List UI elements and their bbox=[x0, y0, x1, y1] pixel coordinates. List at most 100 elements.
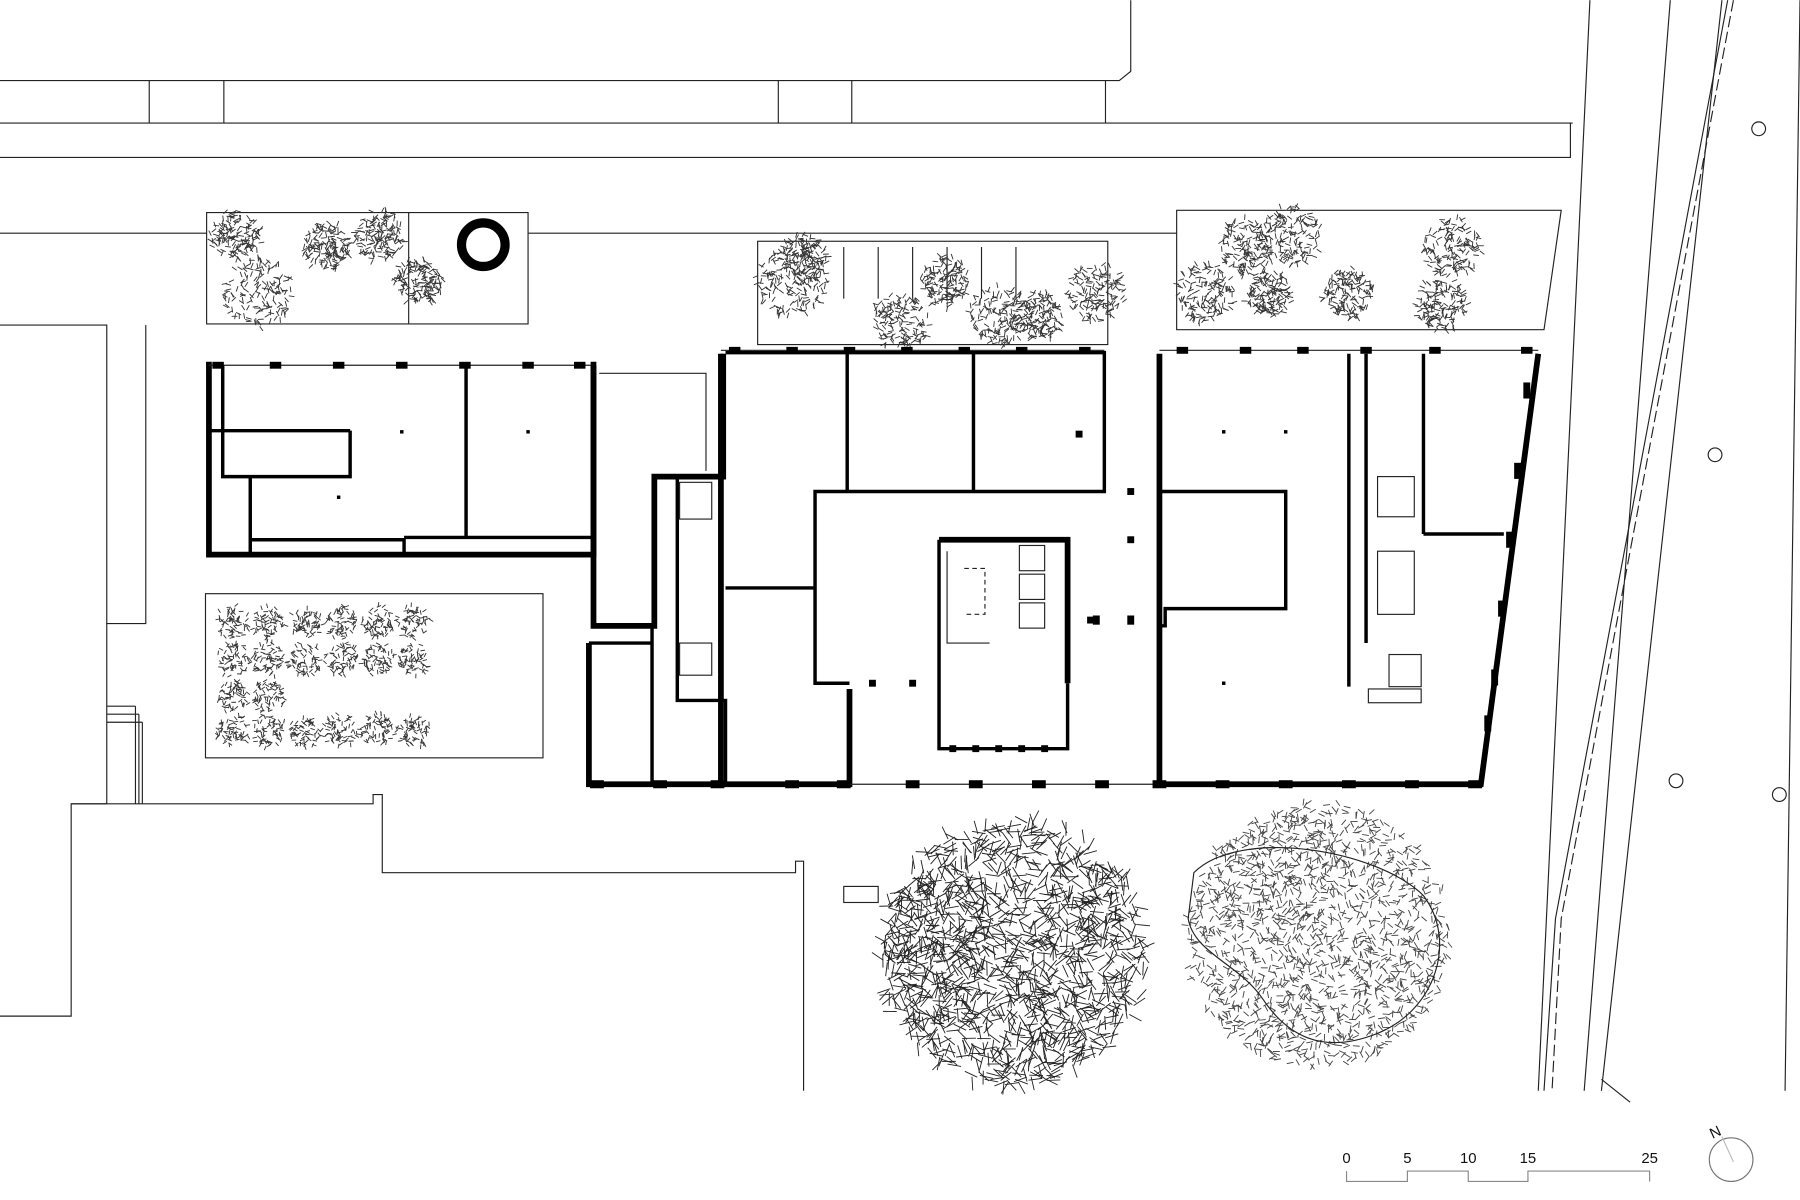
column bbox=[400, 430, 404, 434]
scale-label-15: 15 bbox=[1520, 1150, 1537, 1167]
bollard bbox=[1771, 787, 1787, 803]
tree-canopy bbox=[391, 256, 446, 306]
tree-canopy bbox=[285, 641, 323, 678]
tree-canopy bbox=[252, 713, 285, 751]
scale-label-25: 25 bbox=[1641, 1150, 1658, 1167]
column bbox=[909, 679, 917, 687]
column bbox=[573, 361, 586, 369]
column bbox=[526, 430, 530, 434]
tree-canopy bbox=[358, 642, 397, 677]
column bbox=[968, 780, 983, 789]
column bbox=[1127, 536, 1135, 544]
neighbour-outlines bbox=[0, 324, 879, 1091]
tree-canopy bbox=[872, 292, 933, 349]
column bbox=[396, 361, 408, 369]
tree-canopy bbox=[360, 602, 394, 640]
tree-canopy bbox=[289, 605, 326, 639]
column bbox=[958, 346, 971, 354]
column bbox=[1087, 616, 1095, 624]
column bbox=[836, 780, 851, 789]
tree-canopy bbox=[251, 679, 287, 714]
tree-canopy bbox=[919, 252, 970, 312]
column bbox=[653, 780, 667, 789]
bollard bbox=[1751, 121, 1767, 137]
column bbox=[1127, 488, 1135, 495]
column bbox=[786, 346, 798, 354]
tree-canopy bbox=[394, 602, 434, 641]
tree-canopy bbox=[1181, 798, 1453, 1071]
tree-canopy bbox=[965, 282, 1032, 349]
tree-canopy bbox=[207, 209, 265, 263]
column bbox=[1075, 430, 1083, 438]
column bbox=[785, 780, 799, 789]
tree-canopy bbox=[394, 713, 431, 750]
column bbox=[336, 495, 341, 499]
tree-canopy bbox=[250, 603, 289, 643]
column bbox=[1079, 346, 1091, 354]
bollard bbox=[1707, 447, 1723, 463]
scale-label-10: 10 bbox=[1460, 1150, 1477, 1167]
scale-label-0: 0 bbox=[1342, 1150, 1350, 1167]
tree-canopy bbox=[359, 710, 397, 746]
tree-canopy bbox=[216, 678, 251, 714]
tree-group-outline bbox=[1187, 847, 1441, 1044]
scale-bar: 0 5 10 15 25 bbox=[1342, 1150, 1658, 1183]
tree-canopy bbox=[351, 206, 408, 265]
scale-label-5: 5 bbox=[1403, 1150, 1411, 1167]
tree-canopy bbox=[214, 712, 251, 748]
column bbox=[212, 361, 224, 369]
column bbox=[522, 361, 534, 369]
tree-canopy bbox=[1420, 214, 1485, 278]
column bbox=[1283, 430, 1288, 434]
column bbox=[1521, 346, 1533, 354]
tree-canopy bbox=[1064, 262, 1128, 325]
column bbox=[1523, 382, 1531, 399]
tree-canopy bbox=[1173, 260, 1238, 327]
column bbox=[590, 780, 604, 789]
column bbox=[1514, 462, 1522, 479]
tree-canopy bbox=[324, 603, 358, 640]
columns bbox=[212, 346, 1533, 789]
tree-canopy bbox=[1241, 268, 1294, 318]
tree-canopy bbox=[1218, 214, 1274, 280]
column bbox=[1032, 780, 1046, 789]
tree-canopy bbox=[215, 603, 251, 639]
column bbox=[1341, 780, 1356, 789]
column bbox=[1506, 531, 1514, 548]
tree-canopy bbox=[217, 640, 253, 678]
column bbox=[459, 361, 471, 369]
column bbox=[1405, 780, 1419, 789]
building bbox=[206, 349, 1542, 788]
tree-canopy bbox=[322, 641, 359, 678]
column bbox=[1468, 780, 1483, 789]
tree-canopy bbox=[397, 642, 431, 679]
column bbox=[1278, 780, 1293, 789]
column bbox=[843, 346, 856, 354]
column bbox=[710, 780, 725, 789]
column bbox=[1222, 681, 1226, 685]
column bbox=[1018, 745, 1026, 753]
column bbox=[905, 780, 920, 789]
north-arrow: N bbox=[1707, 1123, 1754, 1183]
column bbox=[901, 346, 913, 354]
stairs-west bbox=[106, 705, 143, 804]
column bbox=[1015, 346, 1028, 354]
column bbox=[1239, 346, 1252, 354]
column bbox=[1041, 745, 1049, 753]
column bbox=[728, 346, 741, 354]
tree-canopy bbox=[288, 715, 325, 750]
column bbox=[1429, 346, 1441, 354]
tree-canopy bbox=[322, 712, 362, 749]
tree-canopy bbox=[871, 810, 1155, 1095]
column bbox=[1297, 346, 1309, 354]
east-road bbox=[1537, 0, 1800, 1103]
column bbox=[332, 361, 345, 369]
trees bbox=[207, 203, 1485, 1095]
tree-canopy bbox=[301, 220, 354, 272]
tree-canopy bbox=[1318, 265, 1375, 322]
column bbox=[1127, 615, 1135, 625]
column bbox=[949, 745, 957, 753]
tree-canopy bbox=[1012, 289, 1065, 342]
column bbox=[1360, 346, 1372, 354]
column bbox=[1484, 715, 1492, 732]
